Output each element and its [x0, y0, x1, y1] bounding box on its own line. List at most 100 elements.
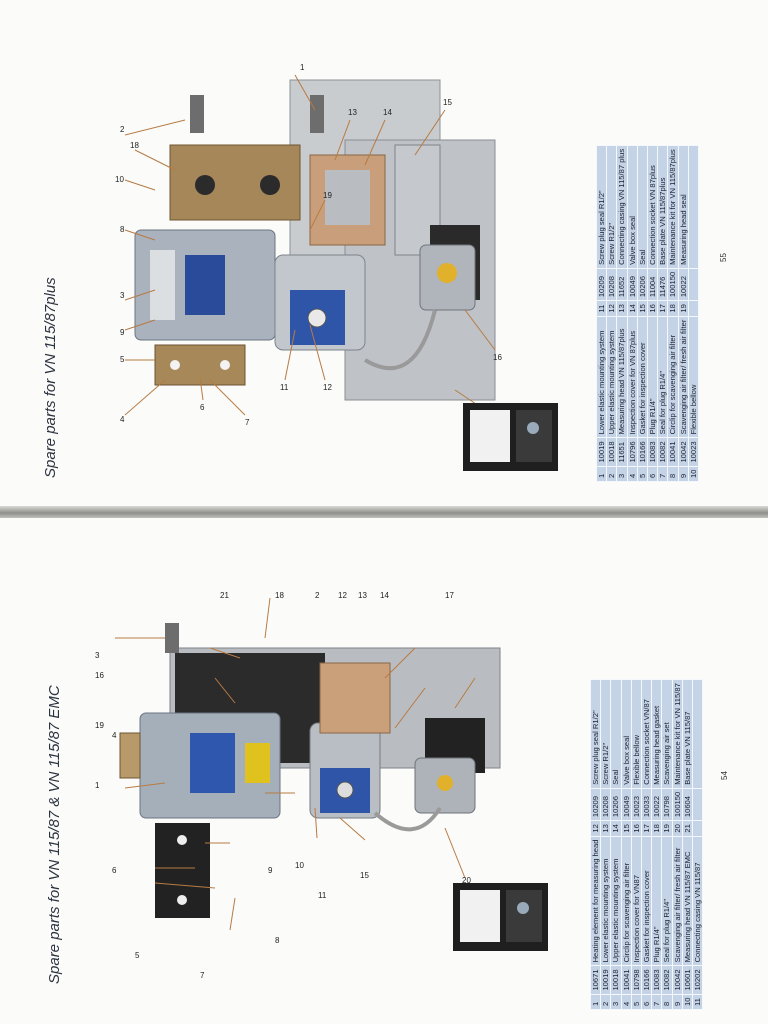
part-index: 8 — [661, 994, 672, 1010]
callout-8: 8 — [275, 936, 280, 945]
part-index: 2 — [606, 466, 617, 482]
callout-16: 16 — [493, 353, 502, 362]
part-code: 10209 — [590, 788, 601, 821]
part-description: Seal for plug R1/4" — [661, 836, 672, 966]
part-index: 4 — [627, 466, 638, 482]
part-code: 10041 — [621, 965, 632, 995]
part-index: 1 — [590, 994, 601, 1010]
part-index: 10 — [682, 994, 693, 1010]
callout-17: 17 — [445, 591, 454, 600]
part-code: 10023 — [688, 437, 699, 467]
part-description: Gasket for inspection cover — [637, 316, 648, 438]
part-description: Seal — [637, 145, 648, 269]
callout-19: 19 — [323, 191, 332, 200]
part-code: 11004 — [647, 268, 658, 301]
callout-numbers-54: 1 2 3 4 5 6 7 8 9 10 11 12 13 14 15 16 1… — [95, 591, 471, 980]
part-description: Inspection cover for VN87 — [631, 836, 642, 966]
part-description: Circlip for scavenging air filter — [621, 836, 632, 966]
part-index: 6 — [641, 994, 652, 1010]
part-description: Base plate VN 115/87 — [682, 679, 693, 789]
callout-12: 12 — [338, 591, 347, 600]
part-code: 100150 — [672, 788, 683, 821]
part-description: Screw plug seal R1/2" — [590, 679, 601, 789]
part-index: 14 — [610, 820, 622, 837]
part-index: 19 — [678, 300, 689, 317]
part-code: 10202 — [692, 965, 703, 995]
part-code: 10018 — [606, 437, 617, 467]
part-description: Seal for plug R1/4" — [657, 316, 668, 438]
part-index: 7 — [651, 994, 662, 1010]
callout-4: 4 — [120, 415, 125, 424]
part-code: 11652 — [616, 268, 628, 301]
part-index: 16 — [631, 820, 642, 837]
part-index: 16 — [647, 300, 658, 317]
callout-6: 6 — [200, 403, 205, 412]
part-index: 8 — [667, 466, 678, 482]
page-title: Spare parts for VN 115/87plus — [42, 277, 59, 478]
part-index: 18 — [651, 820, 662, 837]
part-code: 10604 — [682, 788, 693, 821]
callout-19: 19 — [95, 721, 104, 730]
part-description: Scavenging air filter/ fresh air filter — [672, 836, 683, 966]
part-index: 6 — [647, 466, 658, 482]
product-photo-vn115-87plus: 1 2 3 4 5 6 7 8 9 10 11 12 13 14 15 16 1… — [115, 63, 502, 427]
maintenance-kit-photo — [463, 403, 558, 471]
part-description: Heating element for measuring head — [590, 836, 601, 966]
part-description: Measuring head seal — [678, 145, 689, 269]
part-description: Base plate VN 115/87plus — [657, 145, 668, 269]
callout-20: 20 — [462, 876, 471, 885]
page-55: Spare parts for VN 115/87plus — [0, 0, 768, 508]
part-index: 10 — [688, 466, 699, 482]
part-description — [688, 145, 699, 269]
part-description: Inspection cover for VN 87plus — [627, 316, 638, 438]
callout-10: 10 — [295, 861, 304, 870]
part-index: 17 — [657, 300, 668, 317]
part-description: Upper elastic mounting system — [610, 836, 622, 966]
part-code: 10208 — [600, 788, 611, 821]
part-description: Screw R1/2" — [600, 679, 611, 789]
part-code: 10049 — [627, 268, 638, 301]
part-code: 10798 — [661, 788, 672, 821]
part-description: Plug R1/4" — [651, 836, 662, 966]
part-index: 11 — [596, 300, 607, 317]
part-code: 10049 — [621, 788, 632, 821]
part-description: Circlip for scavenging air filter — [667, 316, 678, 438]
part-code: 10208 — [606, 268, 617, 301]
part-description: Maintenance kit for VN 115/87plus — [667, 145, 678, 269]
part-code: 10042 — [678, 437, 689, 467]
part-code: 10083 — [647, 437, 658, 467]
part-description: Flexible bellow — [688, 316, 699, 438]
part-description: Plug R1/4" — [647, 316, 658, 438]
part-index: 5 — [631, 994, 642, 1010]
callout-3: 3 — [120, 291, 125, 300]
part-description: Gasket for inspection cover — [641, 836, 652, 966]
part-code: 10041 — [667, 437, 678, 467]
part-code: 11476 — [657, 268, 668, 301]
callout-8: 8 — [120, 225, 125, 234]
part-code: 10083 — [651, 965, 662, 995]
callout-14: 14 — [380, 591, 389, 600]
part-code: 11651 — [616, 437, 628, 467]
callout-21: 21 — [220, 591, 229, 600]
part-description: Connection socket VN 87plus — [647, 145, 658, 269]
part-code: 10033 — [641, 788, 652, 821]
callout-10: 10 — [115, 175, 124, 184]
part-description: Measuring head gasket — [651, 679, 662, 789]
part-index: 7 — [657, 466, 668, 482]
part-description: Connection socket VN/87 — [641, 679, 652, 789]
callout-18: 18 — [130, 141, 139, 150]
part-index: 12 — [590, 820, 601, 837]
